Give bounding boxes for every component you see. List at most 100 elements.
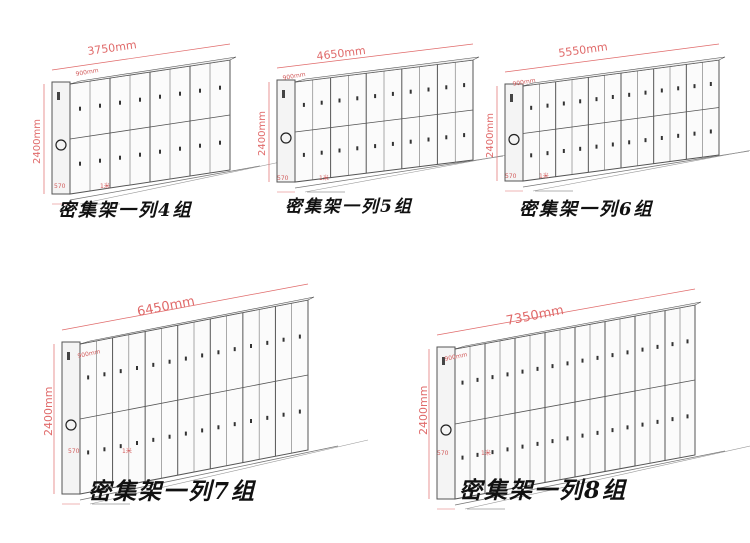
height-label: 2400mm bbox=[417, 386, 430, 435]
door-handle bbox=[671, 417, 674, 422]
door-handle bbox=[644, 90, 647, 95]
cabinet-drawing bbox=[53, 283, 369, 505]
end-panel-label bbox=[282, 90, 285, 98]
door-handle bbox=[302, 102, 305, 107]
door-handle bbox=[199, 88, 201, 93]
length-label: 6450mm bbox=[136, 294, 196, 320]
shelf-top bbox=[454, 301, 702, 350]
door-handle bbox=[546, 103, 549, 108]
shelf-top bbox=[522, 56, 726, 87]
door-handle bbox=[671, 342, 674, 347]
door-handle bbox=[530, 105, 533, 110]
door-handle bbox=[521, 444, 524, 449]
door-handle bbox=[551, 439, 554, 444]
door-handle bbox=[536, 441, 539, 446]
door-handle bbox=[596, 430, 599, 435]
door-handle bbox=[152, 362, 155, 367]
door-handle bbox=[581, 358, 584, 363]
door-handle bbox=[103, 372, 106, 377]
depth-label: 570 bbox=[277, 175, 289, 182]
crank-wheel-icon bbox=[55, 139, 67, 151]
length-label: 4650mm bbox=[316, 44, 367, 63]
door-handle bbox=[709, 129, 712, 134]
end-panel bbox=[276, 79, 296, 183]
door-handle bbox=[641, 347, 644, 352]
door-handle bbox=[596, 355, 599, 360]
door-handle bbox=[461, 380, 464, 385]
floor-rail bbox=[532, 150, 750, 192]
door-handle bbox=[656, 344, 659, 349]
rail-label: 1米 bbox=[481, 449, 491, 457]
door-handle bbox=[476, 452, 479, 457]
door-handle bbox=[201, 353, 204, 358]
door-handle bbox=[595, 97, 598, 102]
door-handle bbox=[491, 450, 494, 455]
length-dimension-line bbox=[504, 43, 720, 73]
rail-label: 1米 bbox=[319, 174, 329, 182]
door-handle bbox=[217, 350, 220, 355]
door-handle bbox=[644, 138, 647, 143]
end-panel-label bbox=[510, 94, 513, 102]
door-handle bbox=[219, 85, 221, 90]
floor-rail bbox=[79, 159, 291, 205]
door-handle bbox=[266, 340, 269, 345]
height-label: 2400mm bbox=[485, 113, 496, 158]
panel-caption: 密集架一列7组 bbox=[88, 478, 257, 505]
unit-width-label: 900mm bbox=[282, 71, 306, 82]
door-handle bbox=[179, 146, 181, 151]
door-handle bbox=[302, 152, 305, 157]
end-panel bbox=[51, 81, 71, 195]
crank-wheel-icon bbox=[508, 133, 520, 146]
door-handle bbox=[139, 152, 141, 157]
height-label: 2400mm bbox=[32, 119, 43, 164]
door-handle bbox=[99, 103, 101, 108]
door-handle bbox=[581, 433, 584, 438]
door-handle bbox=[119, 155, 121, 160]
unit-width-label: 900mm bbox=[75, 67, 99, 78]
door-handle bbox=[168, 434, 171, 439]
door-handle bbox=[320, 150, 323, 155]
door-handle bbox=[566, 436, 569, 441]
length-dimension-line bbox=[61, 283, 309, 331]
door-handle bbox=[660, 135, 663, 140]
door-handle bbox=[562, 148, 565, 153]
floor-rail bbox=[464, 445, 750, 510]
door-handle bbox=[445, 85, 448, 90]
length-dimension-line bbox=[276, 43, 474, 69]
door-handle bbox=[87, 450, 90, 455]
door-handle bbox=[579, 99, 582, 104]
door-handle bbox=[201, 428, 204, 433]
height-label: 2400mm bbox=[42, 387, 55, 436]
end-panel-label bbox=[57, 92, 60, 100]
door-handle bbox=[693, 84, 696, 89]
door-handle bbox=[506, 372, 509, 377]
door-handle bbox=[119, 369, 122, 374]
panel-caption: 密集架一列8组 bbox=[459, 477, 628, 504]
door-handle bbox=[119, 100, 121, 105]
floor-rail bbox=[79, 445, 339, 501]
door-handle bbox=[250, 344, 252, 348]
door-handle bbox=[409, 89, 412, 94]
door-handle bbox=[476, 377, 479, 382]
door-handle bbox=[463, 83, 466, 88]
door-handle bbox=[530, 153, 533, 158]
length-dimension-line bbox=[436, 288, 696, 336]
crank-wheel-icon bbox=[280, 132, 292, 144]
door-handle bbox=[219, 140, 221, 145]
door-handle bbox=[566, 361, 569, 366]
door-handle bbox=[546, 151, 549, 156]
crank-wheel-icon bbox=[440, 424, 452, 436]
panel-6-groups: 5550mm 900mm 2400mm 570 1米 密集架一列6组 bbox=[483, 30, 750, 225]
shelf-top bbox=[294, 56, 480, 83]
door-handle bbox=[233, 422, 236, 427]
door-handle bbox=[139, 97, 141, 102]
door-handle bbox=[87, 375, 90, 380]
shelf-top bbox=[79, 296, 315, 345]
door-handle bbox=[409, 139, 412, 144]
unit-width-label: 900mm bbox=[512, 77, 536, 88]
end-panel-label bbox=[67, 352, 70, 360]
cabinet-drawing bbox=[428, 288, 750, 510]
door-handle bbox=[461, 455, 464, 460]
door-handle bbox=[579, 146, 582, 151]
door-handle bbox=[595, 144, 598, 149]
